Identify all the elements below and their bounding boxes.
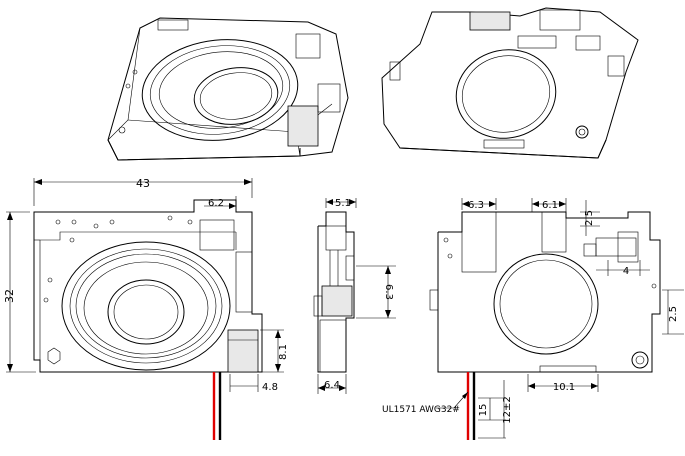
dim-back-top-right: 6.1 [542,200,558,211]
iso-back-view [381,7,639,159]
dim-wire-b: 12±2 [502,396,513,423]
dim-back-bottom: 10.1 [553,382,575,393]
dim-side-bottom: 6.4 [324,380,340,391]
dim-back-right-small: 2.5 [584,210,595,226]
dim-front-height: 32 [3,289,16,303]
dim-side-top: 5.1 [335,198,351,209]
front-view: 43 6.2 32 8.1 4.8 [3,177,289,440]
dim-front-height-small: 8.1 [278,344,289,360]
dim-back-right-width: 4 [623,266,629,277]
iso-front-view [107,17,349,161]
dim-front-top-width: 6.2 [208,198,224,209]
side-view: 5.1 6.3 6.4 [313,198,396,394]
dim-front-bottom-width: 4.8 [262,382,278,393]
dim-wire-a: 15 [478,404,489,417]
dim-front-width: 43 [136,177,150,190]
dim-side-height: 6.3 [383,284,394,300]
dim-back-top-left: 6.3 [468,200,484,211]
back-view: 6.3 6.1 2.5 4 2.5 10.1 15 [382,198,684,440]
dim-back-right-edge: 2.5 [668,306,679,322]
wire-spec-label: UL1571 AWG32# [382,405,460,415]
